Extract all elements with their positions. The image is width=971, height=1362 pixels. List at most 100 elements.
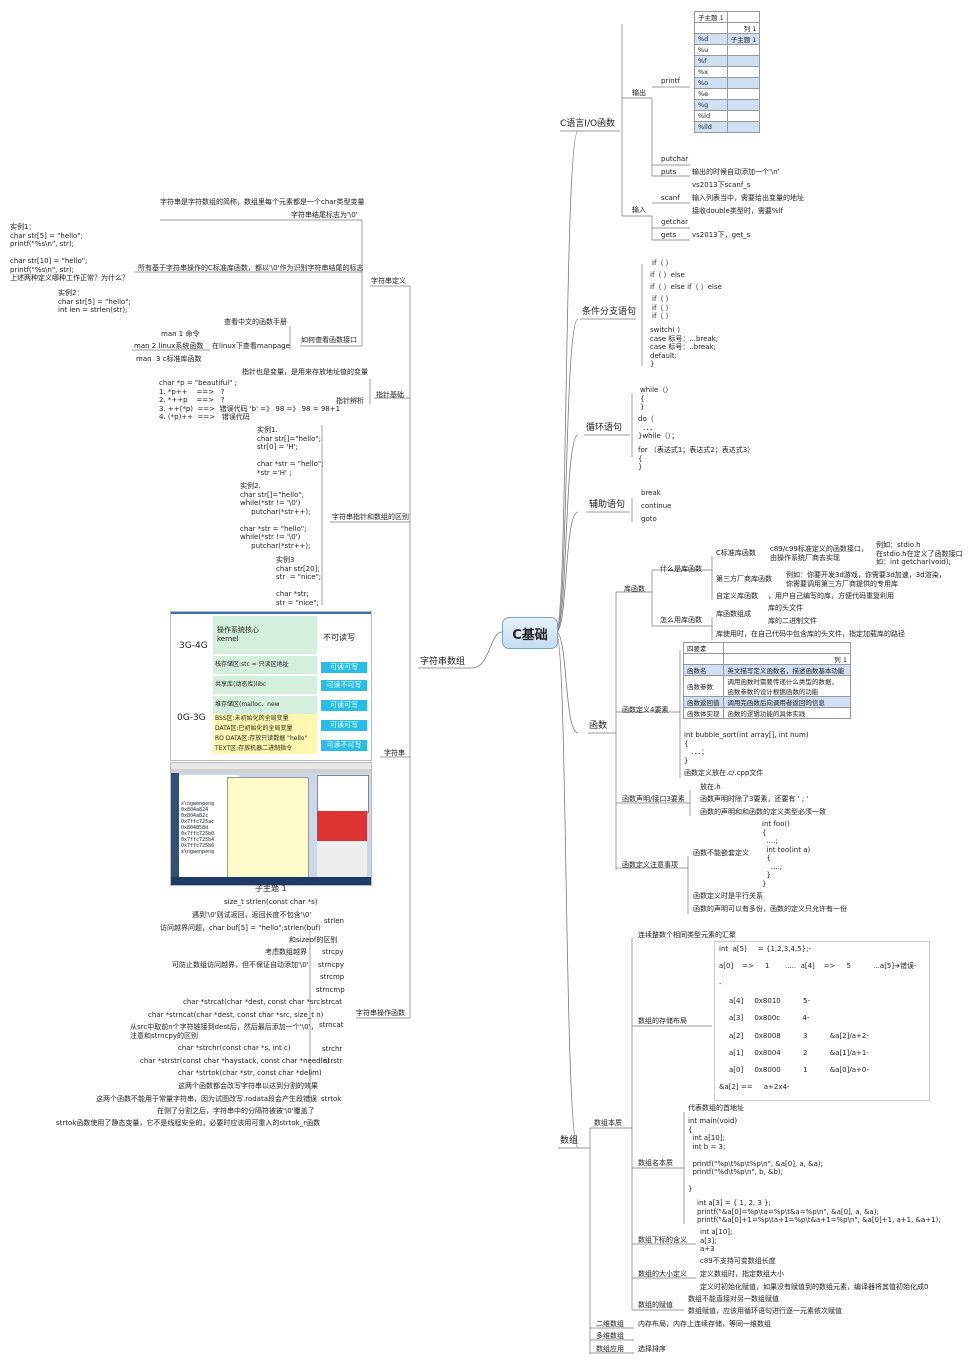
io-input[interactable]: 输入: [632, 206, 646, 214]
printf-table-row: %u: [694, 44, 761, 56]
str-string[interactable]: 字符串: [384, 749, 405, 757]
str-man-cn: 查看中文的函数手册: [224, 318, 287, 326]
op-strchr[interactable]: strchr: [322, 1045, 343, 1053]
op-strncpy[interactable]: strncpy: [318, 961, 345, 969]
str-op[interactable]: 字符串操作函数: [356, 1009, 405, 1017]
str-man-item-0: man 1 命令: [161, 330, 200, 338]
branch-strarray[interactable]: 字符串数组: [420, 657, 466, 667]
mem-g0: 0G-3G: [177, 713, 206, 723]
io-puts[interactable]: puts: [661, 168, 677, 176]
op-strstr[interactable]: strstr: [324, 1057, 343, 1065]
io-gets-note: vs2013下，get_s: [692, 231, 751, 239]
op-strstr-note: char *strstr(const char *haystack, const…: [140, 1057, 330, 1065]
func-decl[interactable]: 函数声明/接口3要素: [622, 795, 685, 803]
op-strncmp[interactable]: strncmp: [316, 986, 345, 994]
mem-noaccess: 不可读写: [323, 633, 355, 642]
str-pointer-analysis[interactable]: 指针辨析: [336, 397, 364, 405]
connector: [471, 631, 503, 669]
func-std[interactable]: C标准库函数: [716, 549, 756, 557]
op-strlen-item-1: 遇到'\0'则试返回，返回长度不包含'\0': [192, 911, 312, 919]
io-output[interactable]: 输出: [632, 89, 646, 97]
connector: [555, 130, 579, 633]
aux-break: break: [641, 489, 661, 497]
str-diff[interactable]: 字符串指针和数组的区别: [332, 513, 409, 521]
func-def-place: 函数定义放在.c/.cpp文件: [684, 769, 764, 777]
def-table-cell: 函数名: [682, 664, 725, 676]
printf-table-cell: %e: [694, 88, 728, 100]
io-putchar[interactable]: putchar: [661, 155, 689, 163]
func-note[interactable]: 函数定义注意事项: [622, 861, 678, 869]
array-assign[interactable]: 数组的赋值: [638, 1301, 673, 1309]
branch-array[interactable]: 数组: [560, 1136, 579, 1146]
printf-table-row: %ld: [694, 110, 761, 122]
op-strcat[interactable]: strcat: [322, 998, 342, 1006]
printf-table-cell: [726, 11, 761, 23]
io-gets[interactable]: gets: [661, 231, 677, 239]
branch-func[interactable]: 函数: [589, 721, 608, 731]
connector: [555, 631, 579, 734]
array-storage[interactable]: 数组的存储布局: [638, 1017, 687, 1025]
printf-table-cell: [726, 77, 761, 89]
func-howuse[interactable]: 怎么用库函数: [660, 616, 702, 624]
array-name[interactable]: 数组名本质: [638, 1159, 673, 1167]
printf-table-cell: [726, 44, 761, 56]
io-scanf[interactable]: scanf: [661, 194, 680, 202]
array-multi[interactable]: 多维数组: [596, 1332, 624, 1340]
branch-loop[interactable]: 循环语句: [586, 423, 623, 433]
array-size-item-2: 定义时初始化赋值，如果没有赋值到的数组元素，编译器将其值初始化成0: [700, 1283, 929, 1291]
op-strtok[interactable]: strtok: [321, 1095, 342, 1103]
func-howuse-note: 库使用时，在自己代码中包含库的头文件，指定加载库的路径: [716, 630, 905, 638]
io-getchar[interactable]: getchar: [661, 218, 688, 226]
array-size[interactable]: 数组的大小定义: [638, 1270, 687, 1278]
func-decl-item-2: 函数的声明和和函数的定义类型必须一致: [700, 808, 826, 816]
op-strlen[interactable]: strlen: [324, 917, 344, 925]
cond-item-4: switch( ) case 标号：...break; case 标号：..br…: [650, 326, 719, 368]
printf-table-cell: %ld: [694, 110, 728, 122]
func-third[interactable]: 第三方厂商库函数: [716, 575, 772, 583]
storage-line: int a[5] = {1,2,3,4,5};-: [719, 945, 811, 953]
str-man-item-1: man 2 linux系统函数: [134, 342, 204, 350]
branch-io[interactable]: C语言I/O函数: [560, 119, 616, 129]
root-node[interactable]: C基础: [502, 617, 558, 649]
str-pointer-note: 指针也是变量，是用来存放地址值的变量: [242, 368, 368, 376]
hex-address-list: x\ngwenpeng 0x804a824 0x804a82c 0x7ffc72…: [181, 801, 215, 855]
mem-row-label: DATA区:已初始化的全局变量: [215, 725, 293, 732]
array-two-dim-note: 内存布局，内存上连续存储，等同一维数组: [638, 1320, 771, 1328]
printf-table-cell: %lld: [694, 121, 728, 133]
op-strcpy[interactable]: strcpy: [322, 948, 344, 956]
func-comp[interactable]: 库函数组成: [716, 610, 751, 618]
str-pointer[interactable]: 指针基础: [376, 391, 404, 399]
func-lib[interactable]: 库函数: [624, 585, 645, 593]
def-table-cell: 四要素: [682, 642, 725, 654]
array-app[interactable]: 数组应用: [596, 1345, 624, 1353]
def-table-cell: 函数返回值: [682, 696, 725, 708]
op-strncat[interactable]: strncat: [319, 1021, 344, 1029]
loop-item-2: for （表达式1；表达式2；表达式3） { }: [638, 446, 755, 471]
loop-item-0: while（） { }: [640, 386, 673, 411]
printf-table-cell: [726, 110, 761, 122]
def-table-row: 四要素: [682, 642, 851, 654]
array-essence[interactable]: 数组本质: [594, 1119, 622, 1127]
func-nested[interactable]: 函数不能嵌套定义: [693, 849, 749, 857]
func-note-item-0: 函数定义时是平行关系: [693, 892, 763, 900]
array-index[interactable]: 数组下标的含义: [638, 1236, 687, 1244]
array-index-code: int a[10]; a[3]; a+3: [700, 1228, 733, 1253]
func-custom[interactable]: 自定义库函数: [716, 592, 758, 600]
branch-cond[interactable]: 条件分支语句: [582, 307, 637, 317]
aux-goto: goto: [641, 515, 657, 523]
str-manpage[interactable]: 如何查看函数接口: [301, 336, 357, 344]
connector: [555, 511, 579, 633]
io-printf[interactable]: printf: [661, 77, 680, 85]
op-strlen-item-3: 和sizeof的区别: [289, 936, 338, 944]
io-puts-note: 输出的时候自动添加一个'\n': [692, 168, 780, 176]
branch-aux[interactable]: 辅助语句: [589, 500, 626, 510]
array-size-item-1: 定义数组时，指定数组大小: [700, 1270, 784, 1278]
func-what[interactable]: 什么是库函数: [660, 565, 702, 573]
str-def[interactable]: 字符串定义: [371, 277, 406, 285]
func-def[interactable]: 函数定义4要素: [622, 706, 669, 714]
array-two-dim[interactable]: 二维数组: [596, 1320, 624, 1328]
op-strcmp[interactable]: strcmp: [320, 973, 345, 981]
printf-table-cell: 列 1: [726, 22, 761, 34]
